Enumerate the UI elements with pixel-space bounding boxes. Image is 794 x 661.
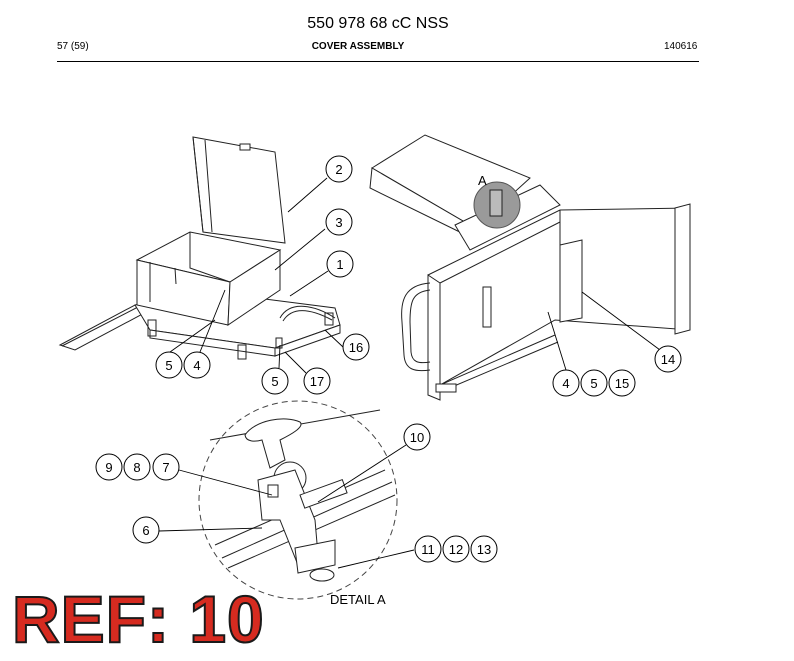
detail-marker: A [478, 173, 487, 188]
callout-16-label: 16 [349, 340, 363, 355]
callout-12-label: 12 [449, 542, 463, 557]
document-title: 550 978 68 cC NSS [307, 15, 449, 32]
callout-10-label: 10 [410, 430, 424, 445]
callouts: 2 3 1 5 4 16 5 17 14 4 5 15 10 9 8 7 6 1… [95, 155, 682, 563]
callout-9: 9 [95, 453, 123, 481]
callout-7: 7 [152, 453, 180, 481]
callout-4a: 4 [183, 351, 211, 379]
callout-13-label: 13 [477, 542, 491, 557]
callout-6-label: 6 [142, 523, 149, 538]
callout-5b: 5 [261, 367, 289, 395]
callout-5a-label: 5 [165, 358, 172, 373]
document-code: 140616 [664, 41, 698, 52]
header-rule [57, 61, 699, 62]
callout-17: 17 [303, 367, 331, 395]
callout-2: 2 [325, 155, 353, 183]
callout-3-label: 3 [335, 215, 342, 230]
section-title: COVER ASSEMBLY [311, 41, 405, 52]
callout-4b-label: 4 [562, 376, 569, 391]
callout-1: 1 [326, 250, 354, 278]
detail-label: DETAIL A [330, 592, 386, 607]
callout-5b-label: 5 [271, 374, 278, 389]
detail-a-view [198, 400, 398, 600]
callout-2-label: 2 [335, 162, 342, 177]
callout-17-label: 17 [310, 374, 324, 389]
right-assembly [369, 134, 691, 401]
callout-14: 14 [654, 345, 682, 373]
page-number: 57 (59) [57, 41, 89, 52]
callout-15: 15 [608, 369, 636, 397]
left-assembly [58, 136, 341, 360]
callout-16: 16 [342, 333, 370, 361]
callout-9-label: 9 [105, 460, 112, 475]
callout-11: 11 [414, 535, 442, 563]
callout-4b: 4 [552, 369, 580, 397]
ref-label: REF: 10 [11, 582, 265, 656]
callout-15-label: 15 [615, 376, 629, 391]
callout-11-label: 11 [421, 542, 435, 557]
leader-lines [158, 177, 661, 569]
callout-8-label: 8 [133, 460, 140, 475]
callout-12: 12 [442, 535, 470, 563]
callout-4a-label: 4 [193, 358, 200, 373]
callout-5a: 5 [155, 351, 183, 379]
callout-1-label: 1 [336, 257, 343, 272]
callout-5c: 5 [580, 369, 608, 397]
callout-7-label: 7 [162, 460, 169, 475]
callout-8: 8 [123, 453, 151, 481]
callout-13: 13 [470, 535, 498, 563]
callout-14-label: 14 [661, 352, 675, 367]
callout-5c-label: 5 [590, 376, 597, 391]
callout-10: 10 [403, 423, 431, 451]
callout-6: 6 [132, 516, 160, 544]
callout-3: 3 [325, 208, 353, 236]
